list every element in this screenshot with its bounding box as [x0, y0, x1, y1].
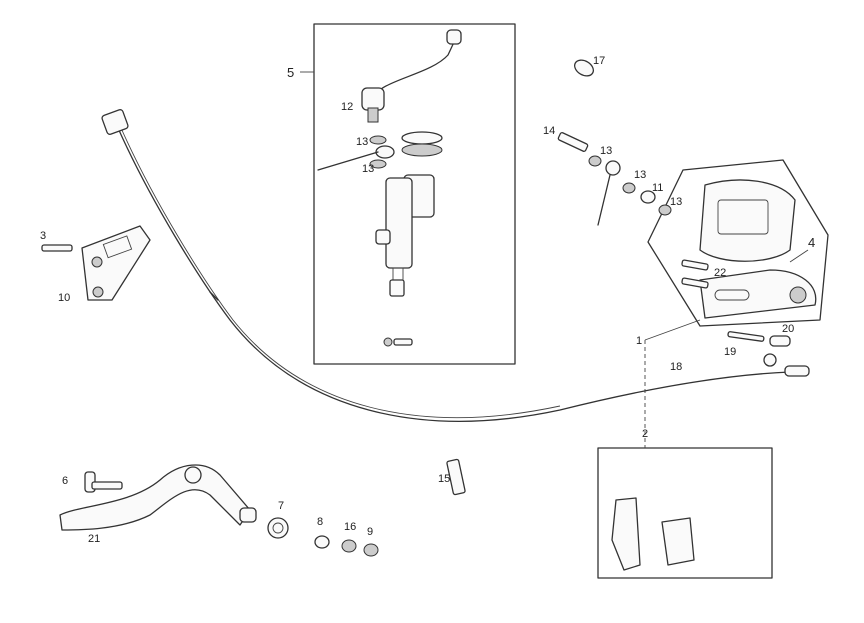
leader-1 — [644, 319, 701, 341]
washer-13c — [588, 155, 602, 167]
callout-16: 16 — [344, 521, 356, 533]
callout-21: 21 — [88, 533, 100, 545]
caliper-inset-outline — [647, 159, 829, 327]
washer-8 — [314, 535, 330, 549]
washer-13e — [658, 204, 672, 216]
nut — [383, 337, 393, 347]
pin-19 — [727, 331, 765, 342]
callout-14: 14 — [543, 125, 555, 137]
leader-4 — [789, 249, 809, 263]
brake-hose-lower — [597, 174, 611, 226]
master-cylinder-body — [385, 177, 413, 269]
hose-clip-17 — [574, 59, 594, 77]
banjo-bolt-14 — [557, 132, 589, 152]
washer-16 — [341, 539, 357, 553]
bracket-10 — [81, 225, 151, 301]
callout-22: 22 — [714, 267, 726, 279]
brake-cable — [117, 127, 791, 422]
bracket-hole-a — [91, 256, 103, 268]
spring-coil — [272, 522, 284, 534]
clevis-pin — [393, 338, 413, 346]
callout-8: 8 — [317, 516, 323, 528]
brake-hose-upper — [317, 151, 379, 171]
brake-pad-a — [611, 497, 641, 571]
brake-pad-b — [661, 517, 695, 566]
master-cylinder-inset-box — [313, 23, 516, 365]
brake-pads-inset-box — [597, 447, 773, 579]
callout-13: 13 — [670, 196, 682, 208]
banjo-fitting — [375, 145, 395, 159]
reservoir-cap — [401, 131, 443, 145]
bracket-window — [102, 235, 133, 259]
bracket-slot — [714, 289, 750, 301]
callout-12: 12 — [341, 101, 353, 113]
wire-connector — [446, 29, 462, 45]
callout-10: 10 — [58, 292, 70, 304]
washer-13a — [369, 135, 387, 145]
callout-2: 2 — [642, 428, 648, 440]
caliper-bracket — [699, 269, 817, 319]
bolt-22b — [681, 277, 709, 289]
bolt-22a — [681, 259, 709, 271]
cable-adjuster-18 — [784, 365, 810, 377]
pedal-end — [239, 507, 257, 523]
callout-15: 15 — [438, 473, 450, 485]
switch-wire — [372, 39, 456, 99]
pin-15 — [446, 458, 466, 496]
washer-13d — [622, 182, 636, 194]
callout-13: 13 — [356, 136, 368, 148]
washer-13b — [369, 159, 387, 169]
caliper-pad-window — [717, 199, 769, 235]
cable-end-fitting — [101, 109, 129, 135]
callout-20: 20 — [782, 323, 794, 335]
reservoir-gasket — [401, 143, 443, 157]
caliper-banjo — [605, 160, 621, 176]
callout-4: 4 — [808, 235, 815, 250]
callout-19: 19 — [724, 346, 736, 358]
callout-13: 13 — [634, 169, 646, 181]
cable-eye — [763, 353, 777, 367]
pivot-bolt-6-shaft — [91, 481, 123, 490]
cable-break-mark — [209, 291, 219, 301]
brake-caliper-4 — [699, 179, 796, 262]
spacer-11 — [640, 190, 656, 204]
bolt-3 — [41, 244, 73, 252]
bracket-bushing — [789, 286, 807, 304]
spring-7 — [267, 517, 289, 539]
pedal-pivot — [184, 466, 202, 484]
brake-cable-inner — [120, 127, 561, 419]
callout-3: 3 — [40, 230, 46, 242]
callout-11: 11 — [652, 182, 663, 194]
callout-13: 13 — [600, 145, 612, 157]
callout-9: 9 — [367, 526, 373, 538]
bracket-hole-b — [92, 286, 104, 298]
clevis — [389, 279, 405, 297]
mounting-boss — [375, 229, 391, 245]
callout-17: 17 — [593, 55, 605, 67]
nut-9 — [363, 543, 379, 557]
switch-thread — [367, 107, 379, 123]
callout-7: 7 — [278, 500, 284, 512]
brake-light-switch-12 — [361, 87, 385, 111]
callout-1: 1 — [636, 335, 642, 347]
callout-18: 18 — [670, 361, 682, 373]
callout-13: 13 — [362, 163, 374, 175]
callout-5: 5 — [287, 65, 294, 80]
sleeve-20 — [769, 335, 791, 347]
callout-6: 6 — [62, 475, 68, 487]
